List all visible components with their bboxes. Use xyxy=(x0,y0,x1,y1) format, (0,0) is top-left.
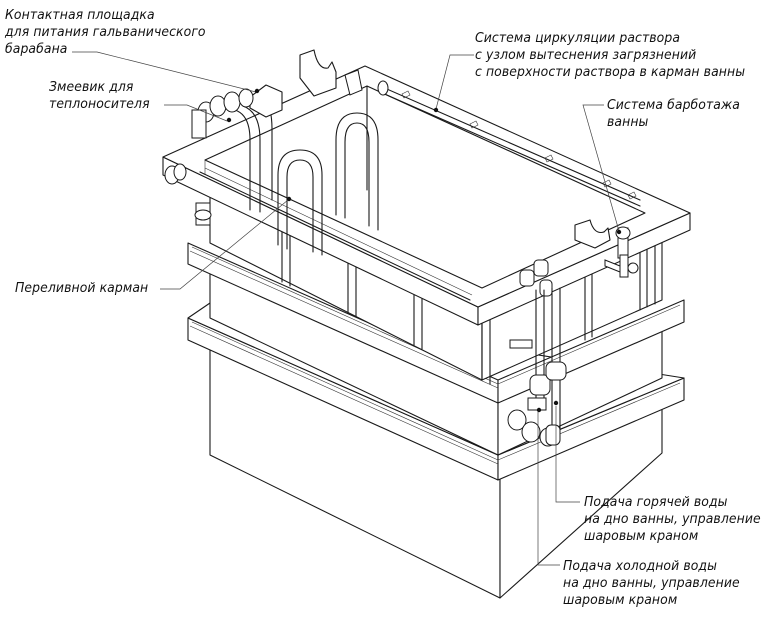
callout-line: Змеевик для xyxy=(49,79,134,95)
callout-line: на дно ванны, управление xyxy=(563,575,740,591)
callout-line: с поверхности раствора в карман ванны xyxy=(475,64,746,80)
bath-mid-body xyxy=(187,242,685,456)
bubbling-system xyxy=(604,226,639,278)
callout-line: Система циркуляции раствора xyxy=(475,30,681,46)
callout-bubbling-system: Система барботажа ванны xyxy=(607,97,740,131)
callout-line: на дно ванны, управление xyxy=(584,511,761,527)
callout-line: теплоносителя xyxy=(49,96,150,112)
water-supply-risers xyxy=(507,259,567,447)
callout-contact-pad: Контактная площадка для питания гальвани… xyxy=(5,7,206,58)
callout-overflow-pocket: Переливной карман xyxy=(15,280,148,297)
callout-hot-water-supply: Подача горячей воды на дно ванны, управл… xyxy=(584,494,761,545)
callout-line: Переливной карман xyxy=(15,280,149,296)
callout-line: шаровым краном xyxy=(584,528,699,544)
callout-line: шаровым краном xyxy=(563,592,678,608)
callout-line: ванны xyxy=(607,114,649,130)
callout-heating-coil: Змеевик для теплоносителя xyxy=(49,79,150,113)
callout-line: Подача горячей воды xyxy=(584,494,728,510)
coil-fittings xyxy=(164,88,254,226)
leader-lines xyxy=(72,51,622,566)
callout-line: Подача холодной воды xyxy=(563,558,717,574)
contact-pads xyxy=(249,49,611,249)
circulation-pipe xyxy=(344,69,641,207)
bath-top-rim xyxy=(162,65,691,326)
callout-circulation-system: Система циркуляции раствора с узлом выте… xyxy=(475,30,745,81)
callout-line: Контактная площадка xyxy=(5,7,155,23)
callout-line: для питания гальванического xyxy=(5,24,206,40)
callout-line: Система барботажа xyxy=(607,97,741,113)
callout-line: барабана xyxy=(5,41,68,57)
callout-cold-water-supply: Подача холодной воды на дно ванны, управ… xyxy=(563,558,740,609)
callout-line: с узлом вытеснения загрязнений xyxy=(475,47,697,63)
